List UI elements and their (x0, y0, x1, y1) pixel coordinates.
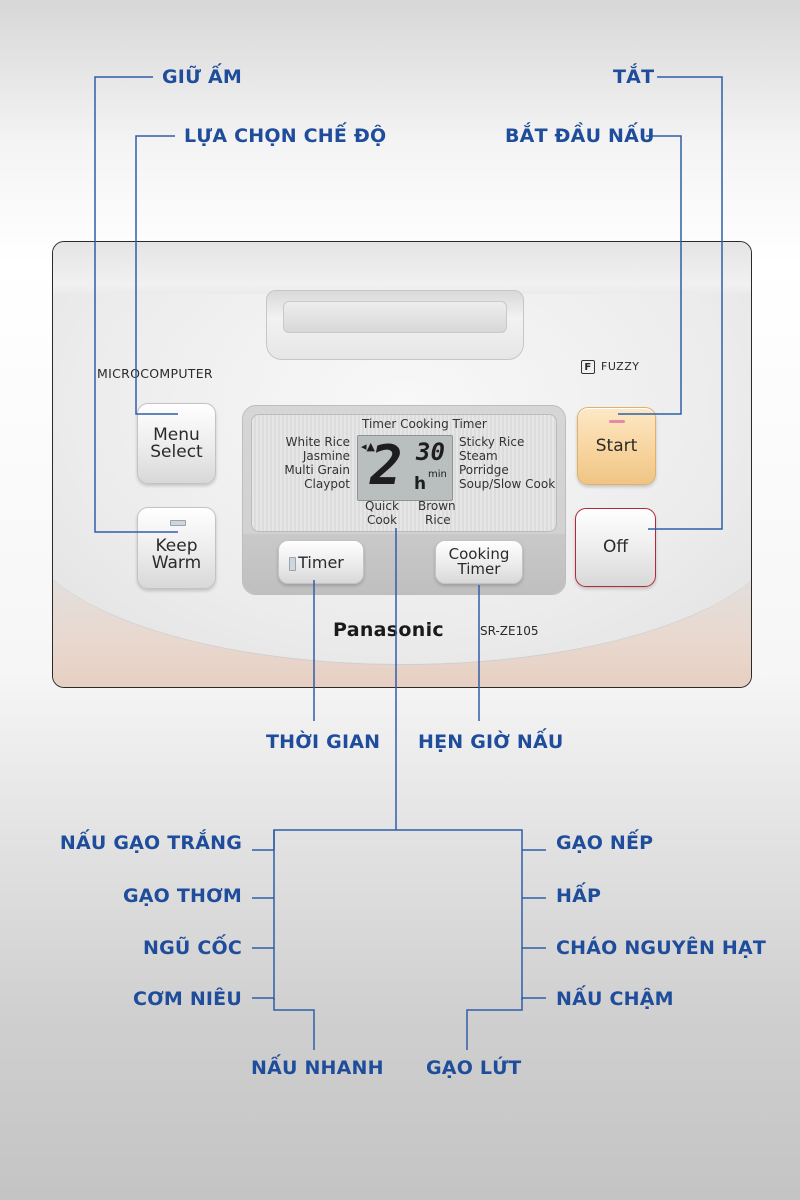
display-menu-steam: Steam (459, 449, 498, 463)
leader-menu-select (135, 135, 178, 415)
leader-keep-warm (94, 76, 178, 533)
brand-logo: Panasonic (333, 619, 444, 641)
keep-warm-label: Keep Warm (152, 538, 201, 572)
callout-timer: THỜI GIAN (266, 731, 381, 753)
display-timer-heading: Timer Cooking Timer (362, 417, 487, 431)
start-indicator-light (608, 420, 625, 423)
display-menu-brown-line2: Rice (425, 513, 451, 527)
menu-select-button[interactable]: Menu Select (137, 403, 216, 484)
model-number: SR-ZE105 (480, 624, 539, 638)
microcomputer-label: MICROCOMPUTER (97, 366, 213, 381)
callout-soup-slow-cook: NẤU CHẬM (556, 988, 674, 1010)
cooking-timer-label-line2: Timer (457, 560, 501, 578)
lcd-minute-unit: min (428, 469, 447, 480)
callout-menu-select: LỰA CHỌN CHẾ ĐỘ (184, 125, 387, 147)
keep-warm-label-line1: Keep (155, 536, 198, 556)
lcd-main-digit: 2 (370, 434, 403, 497)
timer-label: Timer (298, 552, 344, 572)
callout-off: TẮT (613, 66, 655, 88)
display-panel: Timer Cooking Timer White Rice Jasmine M… (242, 405, 566, 595)
display-menu-white-rice: White Rice (285, 435, 350, 449)
fuzzy-icon: F (581, 360, 595, 374)
lcd-indicator-arrow-icon: ◂▲ (361, 440, 375, 453)
lcd-screen: ◂▲ 2 30 h min (357, 435, 453, 501)
callout-steam: HẤP (556, 885, 602, 907)
callout-cooking-timer: HẸN GIỜ NẤU (418, 731, 564, 753)
lcd-hour-unit: h (414, 474, 427, 494)
fuzzy-label: FUZZY (601, 360, 640, 373)
off-label: Off (602, 537, 629, 557)
menu-select-label: Menu Select (150, 424, 203, 462)
leader-quick-cook (273, 998, 315, 1050)
leader-off (648, 76, 723, 530)
display-menu-quick-line2: Cook (367, 513, 398, 527)
lcd-menu-area: Timer Cooking Timer White Rice Jasmine M… (251, 414, 557, 532)
menu-select-label-line1: Menu (153, 424, 200, 445)
callout-multi-grain: NGŨ CỐC (143, 937, 242, 959)
display-menu-multi-grain: Multi Grain (284, 463, 350, 477)
cooking-timer-label: Cooking Timer (449, 547, 510, 577)
leader-brown-rice (466, 998, 523, 1050)
callout-keep-warm: GIỮ ẤM (162, 66, 242, 88)
keep-warm-indicator-light (169, 520, 186, 526)
lcd-minute-digits: 30 (416, 438, 445, 466)
display-menu-soup-slow-cook: Soup/Slow Cook (459, 477, 556, 491)
cooking-timer-label-line1: Cooking (448, 545, 510, 563)
callout-jasmine: GẠO THƠM (122, 885, 242, 907)
callout-porridge: CHÁO NGUYÊN HẠT (556, 937, 767, 959)
lid-handle (266, 290, 524, 360)
timer-indicator-light (289, 557, 296, 571)
display-menu-brown-line1: Brown (418, 499, 456, 513)
display-menu-sticky-rice: Sticky Rice (459, 435, 525, 449)
display-menu-claypot: Claypot (304, 477, 350, 491)
fuzzy-label-group: F FUZZY (581, 360, 639, 374)
display-menu-jasmine: Jasmine (302, 449, 350, 463)
menu-select-label-line2: Select (150, 441, 203, 462)
callout-white-rice: NẤU GẠO TRẮNG (59, 832, 242, 854)
cooking-timer-button[interactable]: Cooking Timer (435, 540, 523, 584)
start-label: Start (595, 435, 638, 456)
off-button[interactable]: Off (575, 508, 656, 587)
callout-claypot: CƠM NIÊU (132, 988, 242, 1010)
callout-brown-rice: GẠO LỨT (426, 1057, 522, 1079)
start-button[interactable]: Start (577, 407, 656, 485)
control-panel: MICROCOMPUTER F FUZZY Menu Select Keep Wa… (52, 241, 752, 688)
callout-quick-cook: NẤU NHANH (251, 1057, 384, 1079)
callout-sticky-rice: GẠO NẾP (556, 832, 654, 854)
leader-bracket (273, 829, 523, 1000)
keep-warm-button[interactable]: Keep Warm (137, 507, 216, 589)
leader-start (618, 135, 682, 415)
timer-button[interactable]: Timer (278, 540, 364, 584)
keep-warm-label-line2: Warm (151, 553, 202, 573)
display-menu-porridge: Porridge (459, 463, 509, 477)
callout-start: BẮT ĐẦU NẤU (505, 125, 655, 147)
display-menu-quick-line1: Quick (365, 499, 399, 513)
